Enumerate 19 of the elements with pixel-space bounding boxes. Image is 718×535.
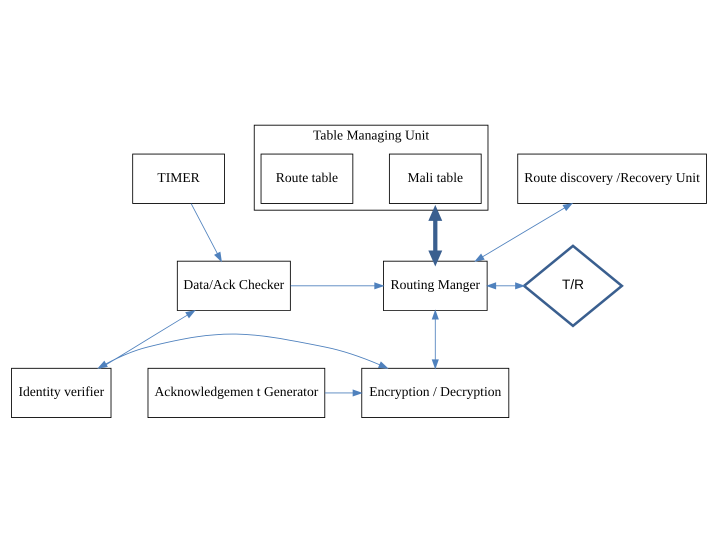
node-box: Identity verifier: [11, 367, 112, 418]
arrow: [290, 282, 385, 289]
node-box: Encryption / Decryption: [361, 367, 510, 418]
node-box: TIMER: [132, 153, 225, 204]
node-box: Route table: [260, 153, 354, 204]
arrow: [97, 333, 389, 368]
arrow: [486, 282, 526, 289]
node-box: Routing Manger: [383, 260, 488, 310]
node-box: Data/Ack Checker: [176, 260, 291, 310]
arrow: [432, 308, 439, 370]
node-diamond: T/R: [522, 244, 624, 327]
node-box: Route discovery /Recovery Unit: [517, 153, 707, 204]
arrow: [100, 309, 196, 368]
arrow: [428, 204, 442, 266]
node-box: Mali table: [388, 153, 482, 204]
arrow: [324, 388, 363, 396]
node-box: Acknowledgemen t Generator: [148, 367, 326, 418]
arrow: [190, 202, 222, 262]
arrow: [474, 202, 574, 262]
